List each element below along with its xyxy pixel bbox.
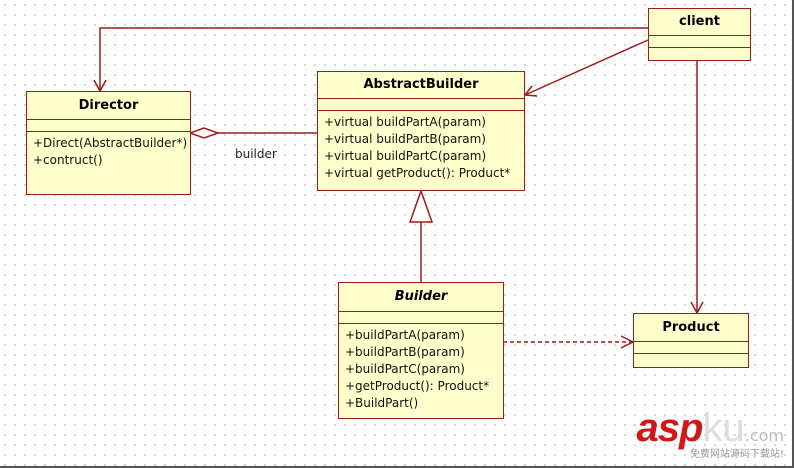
association-client-director bbox=[99, 27, 648, 91]
class-product[interactable]: Product bbox=[633, 313, 749, 368]
class-client[interactable]: client bbox=[648, 8, 751, 61]
class-abstractbuilder[interactable]: AbstractBuilder +virtual buildPartA(para… bbox=[317, 71, 525, 191]
aggregation-role-label: builder bbox=[235, 147, 277, 161]
attributes-compartment bbox=[27, 120, 190, 132]
operation: +buildPartA(param) bbox=[345, 328, 465, 342]
class-director[interactable]: Director +Direct(AbstractBuilder*) +cont… bbox=[26, 91, 191, 195]
attributes-compartment bbox=[318, 99, 524, 111]
aggregation-diamond-icon bbox=[187, 127, 221, 139]
operation: +virtual buildPartC(param) bbox=[324, 149, 487, 163]
arrowhead-icon bbox=[523, 85, 538, 97]
operation: +virtual buildPartB(param) bbox=[324, 132, 486, 146]
watermark-brand-gray: ku bbox=[702, 406, 745, 450]
attributes-compartment bbox=[339, 312, 503, 324]
class-name: AbstractBuilder bbox=[318, 72, 524, 99]
inheritance-triangle-icon bbox=[408, 188, 434, 223]
operations-compartment: +virtual buildPartA(param) +virtual buil… bbox=[318, 111, 524, 185]
class-builder[interactable]: Builder +buildPartA(param) +buildPartB(p… bbox=[338, 282, 504, 419]
watermark-domain: .com bbox=[744, 426, 784, 445]
operation: +buildPartC(param) bbox=[345, 362, 465, 376]
class-name: client bbox=[649, 9, 750, 36]
watermark-brand: asp bbox=[636, 406, 704, 450]
operation: +BuildPart() bbox=[345, 396, 419, 410]
class-name: Director bbox=[27, 92, 190, 120]
watermark-tagline: 免费网站源码下载站! bbox=[689, 449, 784, 460]
attributes-compartment bbox=[634, 342, 748, 354]
operation: +Direct(AbstractBuilder*) bbox=[33, 136, 188, 150]
operation: +virtual getProduct(): Product* bbox=[324, 166, 511, 180]
operation: +contruct() bbox=[33, 153, 103, 167]
operations-compartment: +Direct(AbstractBuilder*) +contruct() bbox=[27, 132, 190, 172]
operation: +buildPartB(param) bbox=[345, 345, 465, 359]
operation: +virtual buildPartA(param) bbox=[324, 115, 486, 129]
operations-compartment: +buildPartA(param) +buildPartB(param) +b… bbox=[339, 324, 503, 415]
class-name: Builder bbox=[339, 283, 503, 312]
attributes-compartment bbox=[649, 36, 750, 48]
operation: +getProduct(): Product* bbox=[345, 379, 490, 393]
watermark-logo: aspku.com 免费网站源码下载站! bbox=[637, 406, 784, 460]
class-name: Product bbox=[634, 314, 748, 342]
association-client-abstractbuilder bbox=[524, 39, 649, 96]
